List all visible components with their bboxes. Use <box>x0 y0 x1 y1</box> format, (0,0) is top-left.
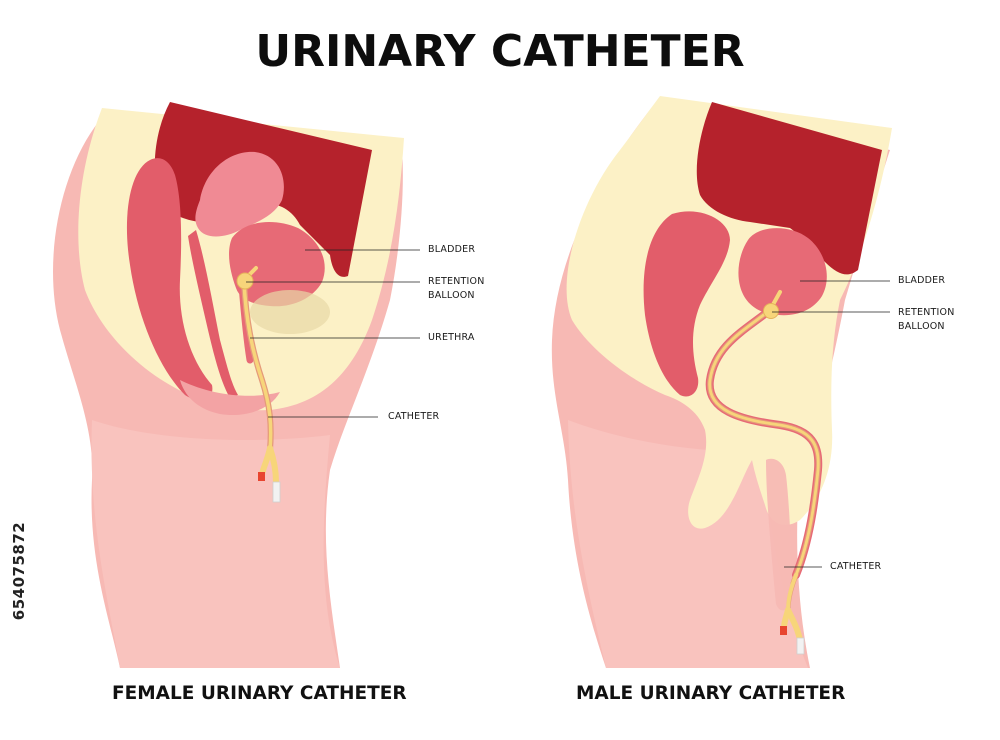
stock-id-text: 654075872 <box>10 496 28 646</box>
female-anatomy <box>53 102 404 668</box>
female-label-catheter: CATHETER <box>388 410 439 424</box>
male-label-retention-line1: RETENTION <box>898 306 955 320</box>
female-label-retention-line2: BALLOON <box>428 289 475 303</box>
female-thigh-shade <box>91 420 340 668</box>
female-label-urethra: URETHRA <box>428 331 475 345</box>
male-catheter-white-cap <box>797 638 804 654</box>
female-label-bladder: BLADDER <box>428 243 475 257</box>
female-catheter-white-cap <box>273 482 280 502</box>
female-pubic-bone <box>250 290 330 334</box>
male-anatomy <box>552 96 892 668</box>
stock-id-strip: 654075872 <box>8 498 30 648</box>
female-retention-balloon <box>237 273 253 289</box>
male-catheter-red-cap <box>780 626 787 635</box>
male-label-bladder: BLADDER <box>898 274 945 288</box>
male-caption: MALE URINARY CATHETER <box>576 683 845 704</box>
male-label-retention-line2: BALLOON <box>898 320 945 334</box>
female-caption: FEMALE URINARY CATHETER <box>112 683 407 704</box>
male-retention-balloon <box>764 304 779 319</box>
female-label-retention-line1: RETENTION <box>428 275 485 289</box>
female-catheter-red-cap <box>258 472 265 481</box>
male-label-catheter: CATHETER <box>830 560 881 574</box>
